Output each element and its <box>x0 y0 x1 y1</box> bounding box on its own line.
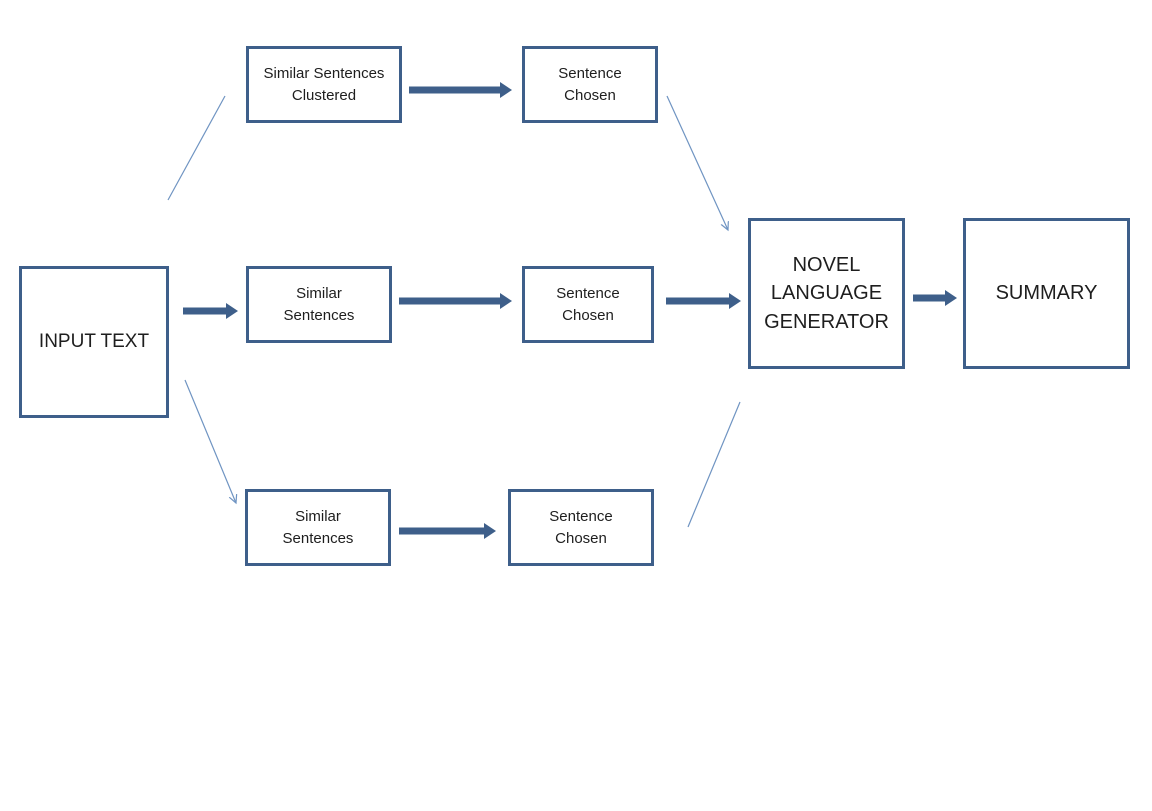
top-cluster-box: Similar Sentences Clustered <box>246 46 402 123</box>
bottom-chosen-box: Sentence Chosen <box>508 489 654 566</box>
summary-label: SUMMARY <box>995 282 1098 305</box>
arrow-mid-chosen-to-generator <box>666 293 741 309</box>
connector-bottom-to-generator <box>687 401 741 528</box>
bottom-similar-label: Similar Sentences <box>282 508 354 547</box>
summary-box: SUMMARY <box>963 218 1130 369</box>
top-chosen-box: Sentence Chosen <box>522 46 658 123</box>
input-text-label: INPUT TEXT <box>38 330 150 352</box>
bottom-similar-box: Similar Sentences <box>245 489 391 566</box>
mid-similar-box: Similar Sentences <box>246 266 392 343</box>
connector-top-chosen-to-generator <box>666 95 728 230</box>
arrow-mid-similar-to-chosen <box>399 293 512 309</box>
bottom-chosen-label: Sentence Chosen <box>549 508 613 547</box>
mid-similar-label: Similar Sentences <box>283 285 355 324</box>
connector-input-to-top <box>167 95 226 201</box>
thick-arrows <box>183 82 957 539</box>
thin-connectors <box>167 95 741 528</box>
connector-input-to-bottom <box>184 379 236 503</box>
top-chosen-label: Sentence Chosen <box>558 65 622 104</box>
mid-chosen-label: Sentence Chosen <box>556 285 620 324</box>
top-cluster-label: Similar Sentences Clustered <box>263 65 385 104</box>
novel-language-generator-box: NOVEL LANGUAGE GENERATOR <box>748 218 905 369</box>
arrow-bottom-similar-to-chosen <box>399 523 496 539</box>
mid-chosen-box: Sentence Chosen <box>522 266 654 343</box>
arrow-generator-to-summary <box>913 290 957 306</box>
arrow-input-to-mid-similar <box>183 303 238 319</box>
arrow-top-cluster-to-chosen <box>409 82 512 98</box>
novel-language-generator-label: NOVEL LANGUAGE GENERATOR <box>764 253 889 333</box>
input-text-box: INPUT TEXT <box>19 266 169 418</box>
